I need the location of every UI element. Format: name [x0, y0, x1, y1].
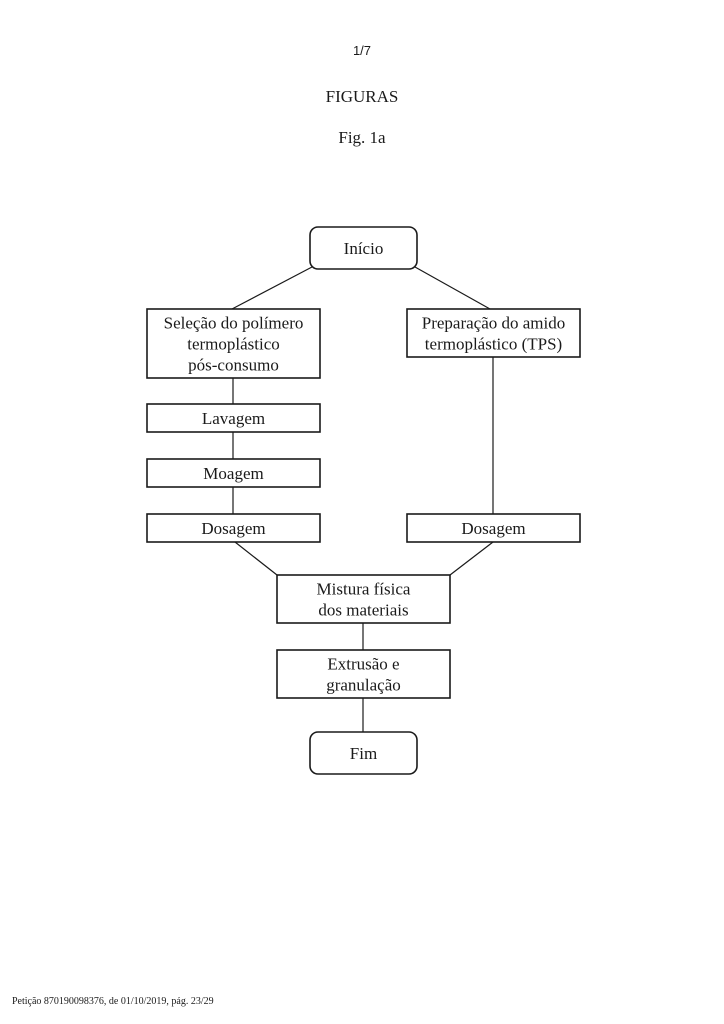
node-label-preparacao-line-2: termoplástico (TPS) [425, 335, 562, 354]
node-mistura: Mistura física dos materiais [277, 575, 450, 623]
node-dosagem-left: Dosagem [147, 514, 320, 542]
node-dosagem-right: Dosagem [407, 514, 580, 542]
node-extrusao: Extrusão e granulação [277, 650, 450, 698]
node-label-mistura-line-2: dos materiais [318, 601, 408, 620]
node-lavagem: Lavagem [147, 404, 320, 432]
node-fim: Fim [310, 732, 417, 774]
node-label-preparacao-line-1: Preparação do amido [422, 314, 566, 333]
node-selecao: Seleção do polímero termoplástico pós-cons… [147, 309, 320, 378]
node-label-fim-line-1: Fim [350, 744, 377, 763]
node-label-selecao-line-1: Seleção do polímero [164, 314, 304, 333]
edge-dosagem-left-to-mistura [235, 542, 277, 575]
edge-dosagem-right-to-mistura [450, 542, 493, 575]
node-label-extrusao-line-1: Extrusão e [327, 655, 399, 674]
edge-inicio-to-preparacao [415, 267, 490, 309]
flowchart-nodes: InícioSeleção do polímero termoplástico pó… [147, 227, 580, 774]
node-label-selecao-line-2: termoplástico [187, 335, 280, 354]
node-inicio: Início [310, 227, 417, 269]
node-label-inicio-line-1: Início [344, 239, 384, 258]
node-label-moagem-line-1: Moagem [203, 464, 263, 483]
edge-inicio-to-selecao [232, 267, 312, 309]
node-label-dosagem-right-line-1: Dosagem [461, 519, 525, 538]
footer-text: Petição 870190098376, de 01/10/2019, pág… [12, 996, 214, 1007]
node-label-extrusao-line-2: granulação [326, 676, 401, 695]
node-preparacao: Preparação do amido termoplástico (TPS) [407, 309, 580, 357]
node-moagem: Moagem [147, 459, 320, 487]
node-label-dosagem-left-line-1: Dosagem [201, 519, 265, 538]
node-label-selecao-line-3: pós-consumo [188, 356, 279, 375]
node-label-lavagem-line-1: Lavagem [202, 409, 265, 428]
node-label-mistura-line-1: Mistura física [317, 580, 411, 599]
